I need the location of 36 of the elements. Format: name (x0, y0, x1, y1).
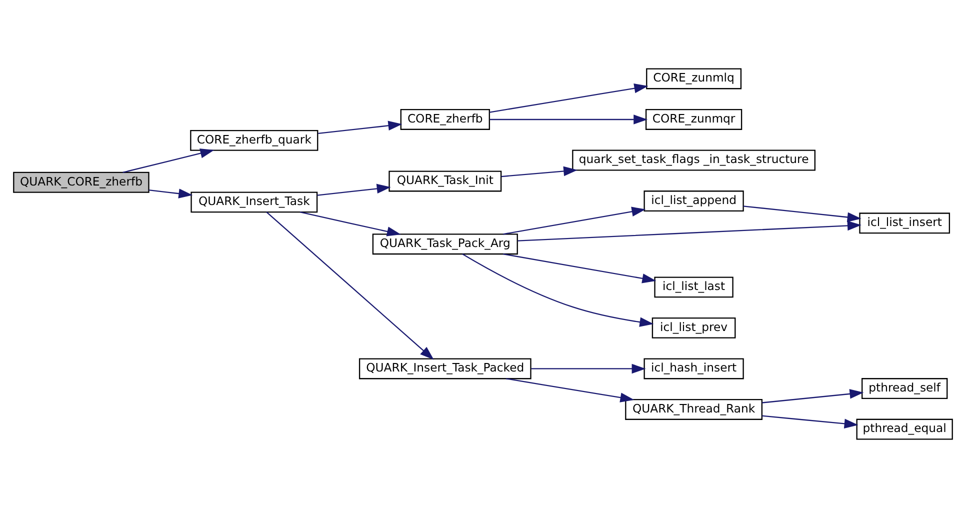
arrow (318, 120, 402, 134)
node-box: icl_list_prev (651, 316, 736, 338)
arrow (517, 220, 861, 241)
arrow (502, 206, 646, 234)
node-box: pthread_equal (856, 418, 952, 440)
arrow (762, 414, 858, 428)
node-box: quark_set_task_flags _in_task_structure (572, 149, 815, 170)
arrow (506, 378, 634, 402)
arrow (762, 388, 864, 403)
node-box: QUARK_Task_Init (388, 170, 502, 192)
node-box: icl_list_insert (858, 212, 950, 234)
arrow (489, 114, 648, 124)
node-box: icl_list_last (654, 276, 733, 298)
arrow (500, 166, 578, 177)
arrow (299, 211, 400, 236)
node-box: CORE_zunmlq (646, 68, 742, 89)
arrow (489, 83, 648, 112)
node-box: icl_list_append (643, 190, 744, 211)
arrow (530, 363, 646, 374)
node-box: QUARK_Thread_Rank (624, 398, 762, 420)
node-box: QUARK_Task_Pack_Arg (372, 233, 518, 254)
arrow (316, 183, 390, 196)
node-box: QUARK_Insert_Task (190, 191, 318, 212)
node-box: QUARK_CORE_zherfb (12, 171, 149, 192)
node-box: pthread_self (861, 378, 948, 398)
node-box: CORE_zherfb (400, 108, 490, 130)
arrow (462, 253, 654, 326)
node-box: icl_hash_insert (643, 358, 744, 379)
arrow (502, 252, 656, 283)
node-box: QUARK_Insert_Task_Packed (358, 358, 531, 379)
arrow (122, 148, 214, 172)
node-box: CORE_zherfb_quark (190, 129, 318, 150)
node-box: CORE_zunmqr (644, 108, 742, 130)
arrow (742, 205, 861, 222)
arrow (266, 211, 434, 360)
arrow (148, 188, 192, 198)
